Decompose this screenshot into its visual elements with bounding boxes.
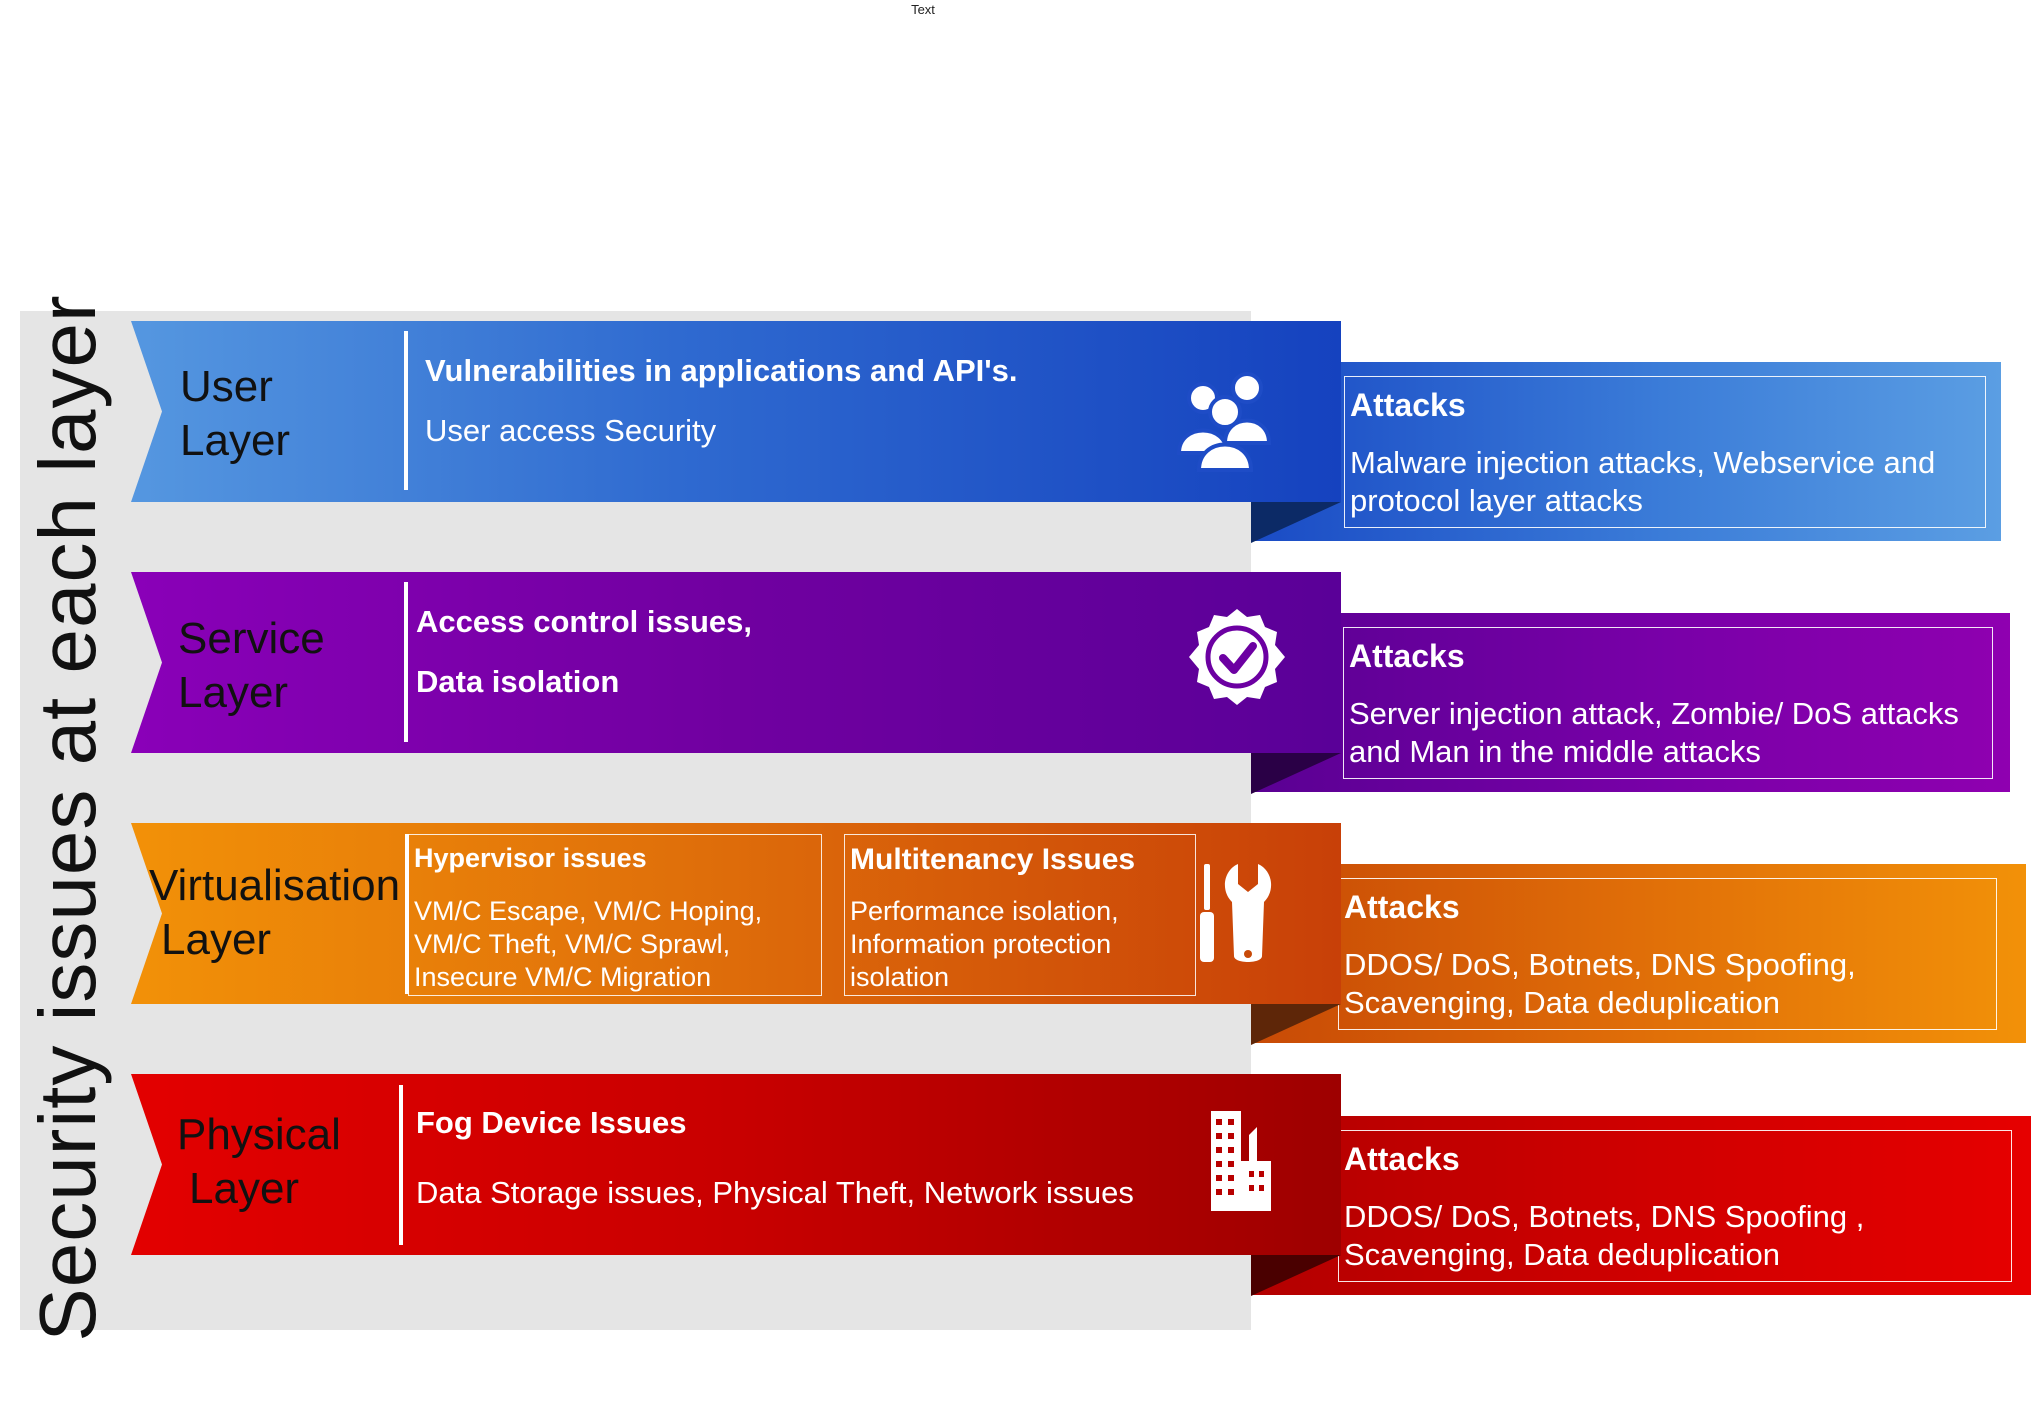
service-attacks-box: Attacks Server injection attack, Zombie/… <box>1251 613 2010 792</box>
verified-badge-icon <box>1189 609 1285 705</box>
physical-issue-title: Fog Device Issues <box>416 1105 687 1140</box>
users-group-icon <box>1176 372 1272 472</box>
service-attacks-frame: Attacks Server injection attack, Zombie/… <box>1343 627 1993 779</box>
virtualisation-attacks-title: Attacks <box>1344 889 1460 925</box>
user-attacks-text: Malware injection attacks, Webservice an… <box>1350 445 1936 518</box>
user-ribbon <box>131 321 1341 502</box>
physical-divider <box>399 1085 403 1245</box>
user-layer-name-line1: User <box>180 362 273 411</box>
user-layer-name-line2: Layer <box>180 416 291 465</box>
hypervisor-issues-box: Hypervisor issues VM/C Escape, VM/C Hopi… <box>408 834 822 996</box>
multitenancy-issues-box: Multitenancy Issues Performance isolatio… <box>844 834 1196 996</box>
virtualisation-layer-name-line2: Layer <box>161 915 272 964</box>
service-attacks-title: Attacks <box>1349 638 1465 674</box>
tools-icon <box>1200 864 1272 962</box>
virtualisation-ribbon <box>131 823 1341 1004</box>
virtualisation-attacks-frame: Attacks DDOS/ DoS, Botnets, DNS Spoofing… <box>1338 878 1997 1030</box>
hypervisor-issues-title: Hypervisor issues <box>414 843 647 873</box>
multitenancy-issues-text: Performance isolation, Information prote… <box>850 896 1119 992</box>
user-issue-text: User access Security <box>425 413 717 448</box>
physical-issue-text: Data Storage issues, Physical Theft, Net… <box>416 1175 1134 1210</box>
service-issue-title-2: Data isolation <box>416 664 620 699</box>
user-divider <box>404 331 408 490</box>
virtualisation-layer-name: Virtualisation Layer <box>149 859 400 967</box>
virtualisation-attacks-box: Attacks DDOS/ DoS, Botnets, DNS Spoofing… <box>1251 864 2026 1043</box>
physical-layer-name: Physical Layer <box>177 1108 341 1216</box>
service-layer-name-line2: Layer <box>178 668 289 717</box>
physical-attacks-title: Attacks <box>1344 1141 1460 1177</box>
virtualisation-attacks-text: DDOS/ DoS, Botnets, DNS Spoofing, Scaven… <box>1344 947 1856 1020</box>
physical-attacks-text: DDOS/ DoS, Botnets, DNS Spoofing , Scave… <box>1344 1199 1865 1272</box>
physical-layer-name-line2: Layer <box>189 1164 300 1213</box>
physical-layer-name-line1: Physical <box>177 1110 341 1159</box>
physical-attacks-frame: Attacks DDOS/ DoS, Botnets, DNS Spoofing… <box>1338 1130 2012 1282</box>
hypervisor-issues-text: VM/C Escape, VM/C Hoping, VM/C Theft, VM… <box>414 896 763 992</box>
virtualisation-layer-name-line1: Virtualisation <box>149 861 401 910</box>
physical-attacks-box: Attacks DDOS/ DoS, Botnets, DNS Spoofing… <box>1251 1116 2031 1295</box>
multitenancy-issues-title: Multitenancy Issues <box>850 843 1136 876</box>
user-issue-title: Vulnerabilities in applications and API'… <box>425 353 1018 388</box>
building-icon <box>1211 1111 1271 1211</box>
physical-ribbon <box>131 1074 1341 1255</box>
user-attacks-frame: Attacks Malware injection attacks, Webse… <box>1344 376 1986 528</box>
service-ribbon <box>131 572 1341 753</box>
service-attacks-text: Server injection attack, Zombie/ DoS att… <box>1349 696 1959 769</box>
user-layer-name: User Layer <box>180 360 290 468</box>
virtualisation-divider <box>405 834 409 994</box>
top-placeholder-text: Text <box>911 2 935 17</box>
user-attacks-title: Attacks <box>1350 387 1466 423</box>
user-attacks-box: Attacks Malware injection attacks, Webse… <box>1251 362 2001 541</box>
service-issue-title: Access control issues, <box>416 604 752 639</box>
diagram-title: Security issues at each layer <box>23 294 112 1342</box>
service-divider <box>404 582 408 742</box>
service-layer-name-line1: Service <box>178 614 325 663</box>
service-layer-name: Service Layer <box>178 612 325 720</box>
